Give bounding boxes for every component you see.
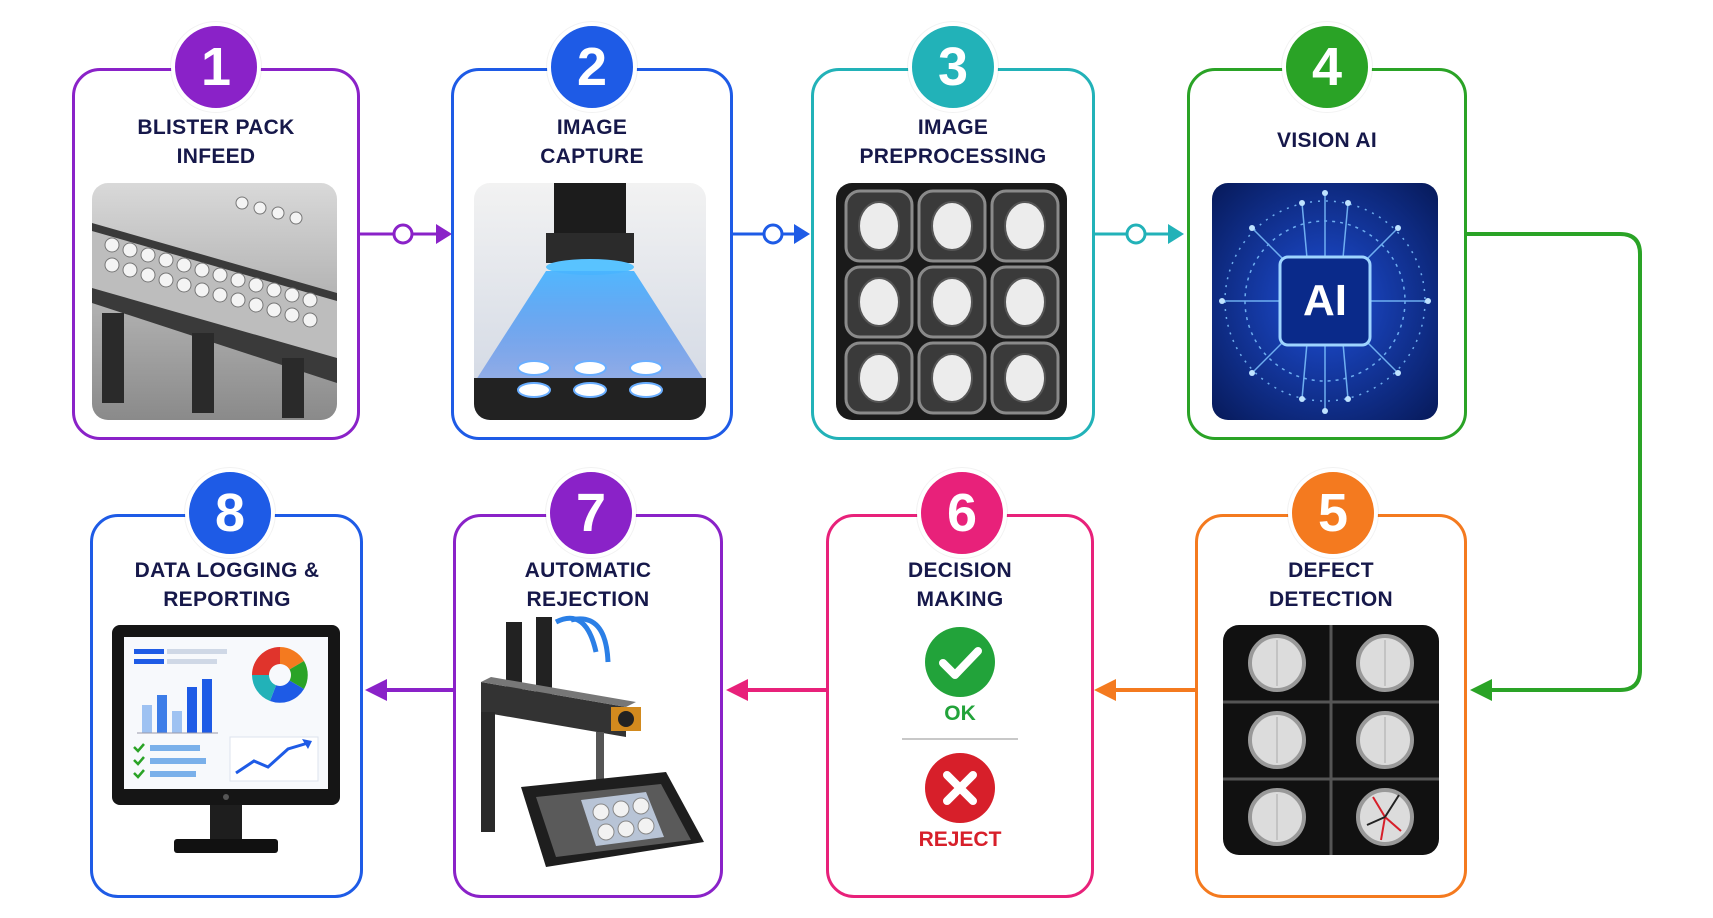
ok-label: OK: [944, 702, 976, 725]
arrow-2-to-3: [730, 223, 810, 245]
ok-check-icon: [925, 627, 995, 697]
step-number-badge-4: 4: [1282, 22, 1372, 112]
step-card-6: [826, 514, 1094, 898]
step-title-1: BLISTER PACK INFEED: [137, 116, 295, 168]
arrow-4-to-5: [1465, 232, 1642, 701]
arrow-7-to-8: [365, 679, 453, 701]
step-number-badge-1: 1: [171, 22, 261, 112]
arrow-3-to-4: [1092, 223, 1184, 245]
rejection-arm-photo: [476, 612, 704, 874]
step-title-2: IMAGE CAPTURE: [540, 116, 644, 168]
step-number-badge-8: 8: [185, 468, 275, 558]
step-number-badge-3: 3: [908, 22, 998, 112]
step-number-badge-5: 5: [1288, 468, 1378, 558]
step-title-3: IMAGE PREPROCESSING: [859, 116, 1047, 168]
step-title-7: AUTOMATIC REJECTION: [524, 559, 652, 611]
step-title-5: DEFECT DETECTION: [1268, 559, 1394, 611]
arrow-5-to-6: [1094, 679, 1195, 701]
ai-chip-label: AI: [1303, 276, 1347, 325]
dashboard-monitor: [112, 625, 340, 863]
blister-conveyor-photo: [92, 183, 337, 420]
decision-divider: [902, 738, 1018, 740]
step-number-badge-7: 7: [546, 468, 636, 558]
step-number-badge-6: 6: [917, 468, 1007, 558]
arrow-6-to-7: [726, 679, 826, 701]
processed-blister-photo: [836, 183, 1067, 420]
step-title-8: DATA LOGGING & REPORTING: [134, 559, 320, 611]
arrow-1-to-2: [357, 223, 452, 245]
step-title-6: DECISION MAKING: [908, 559, 1012, 611]
step-number-badge-2: 2: [547, 22, 637, 112]
reject-x-icon: [925, 753, 995, 823]
reject-label: REJECT: [918, 828, 1002, 851]
defect-blister-photo: [1223, 625, 1439, 855]
camera-lighting-photo: [474, 183, 706, 420]
ai-chip-image: AI: [1212, 183, 1438, 420]
step-title-4: VISION AI: [1277, 129, 1377, 152]
